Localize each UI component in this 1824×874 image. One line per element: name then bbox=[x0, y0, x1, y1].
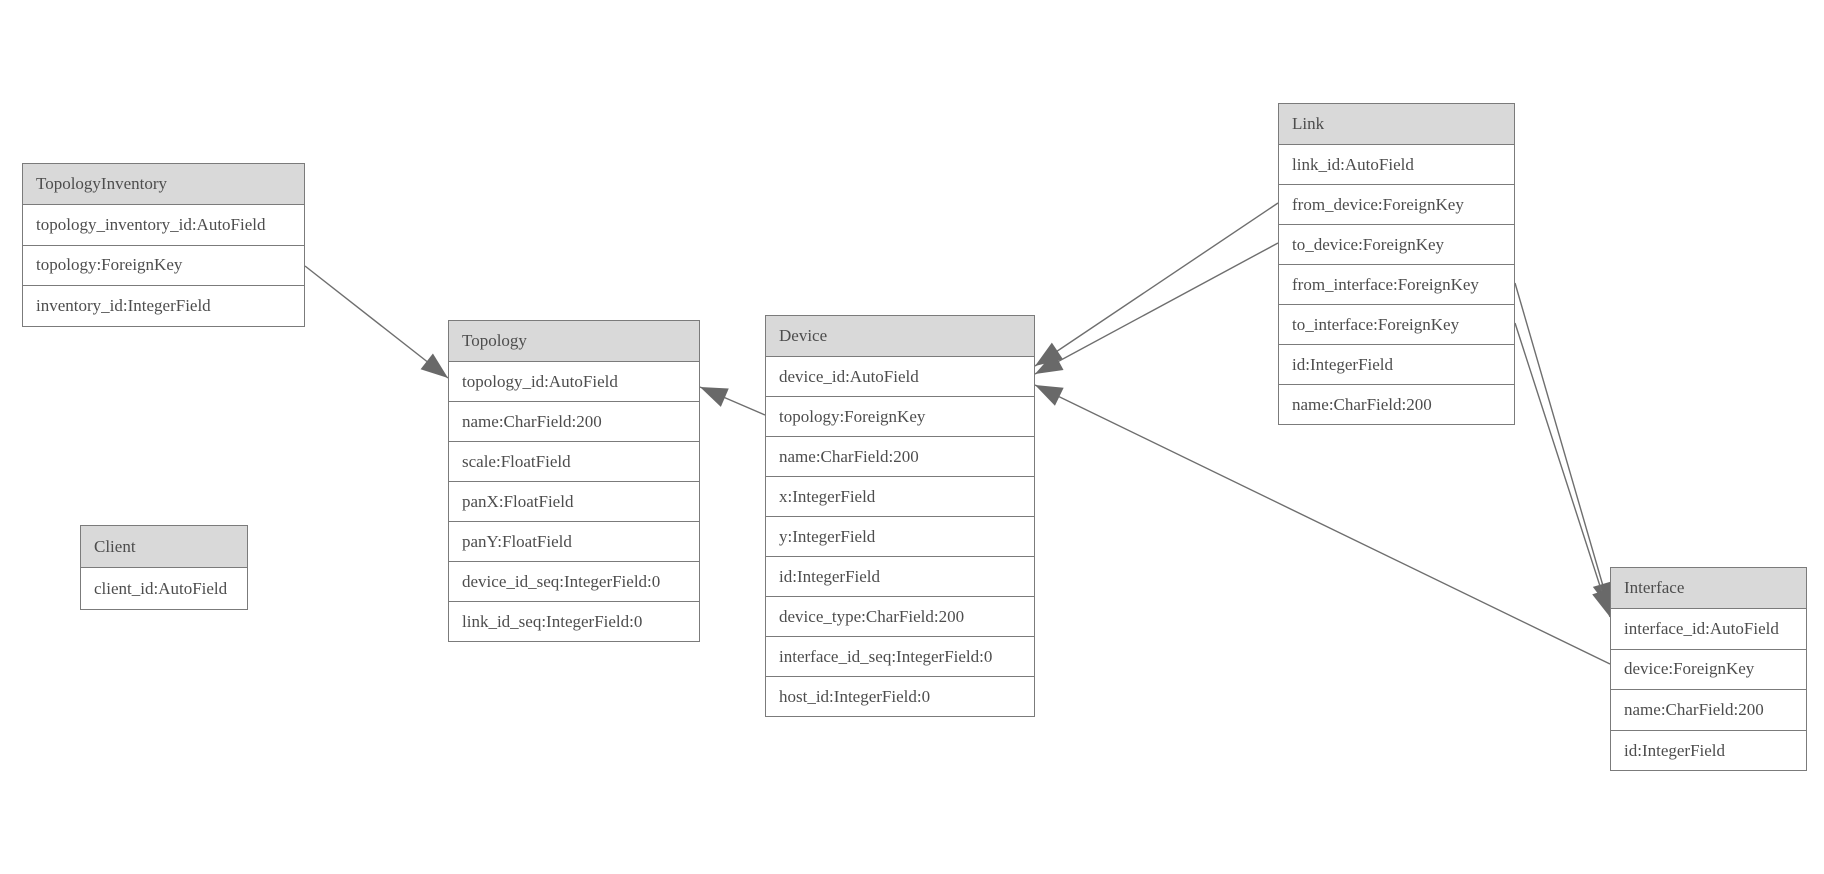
table-field-row: topology_inventory_id:AutoField bbox=[23, 204, 304, 245]
table-title-device: Device bbox=[766, 316, 1034, 356]
table-title-topology: Topology bbox=[449, 321, 699, 361]
table-field-row: to_device:ForeignKey bbox=[1279, 224, 1514, 264]
table-field-row: device_id_seq:IntegerField:0 bbox=[449, 561, 699, 601]
table-field-row: inventory_id:IntegerField bbox=[23, 285, 304, 326]
table-field-row: name:CharField:200 bbox=[1611, 689, 1806, 730]
table-field-row: to_interface:ForeignKey bbox=[1279, 304, 1514, 344]
table-title-link: Link bbox=[1279, 104, 1514, 144]
table-field-row: topology_id:AutoField bbox=[449, 361, 699, 401]
table-field-row: link_id_seq:IntegerField:0 bbox=[449, 601, 699, 641]
table-field-row: device:ForeignKey bbox=[1611, 648, 1806, 690]
table-field-row: scale:FloatField bbox=[449, 441, 699, 481]
table-field-row: interface_id_seq:IntegerField:0 bbox=[766, 636, 1034, 676]
table-field-row: device_type:CharField:200 bbox=[766, 596, 1034, 636]
table-title-topology-inventory: TopologyInventory bbox=[23, 164, 304, 204]
table-field-row: id:IntegerField bbox=[1279, 344, 1514, 384]
table-field-row: x:IntegerField bbox=[766, 476, 1034, 516]
table-title-client: Client bbox=[81, 526, 247, 567]
table-field-row: device_id:AutoField bbox=[766, 356, 1034, 396]
table-field-row: panX:FloatField bbox=[449, 481, 699, 521]
table-field-row: topology:ForeignKey bbox=[766, 396, 1034, 436]
table-field-row: link_id:AutoField bbox=[1279, 144, 1514, 184]
table-field-row: name:CharField:200 bbox=[449, 401, 699, 441]
table-field-row: client_id:AutoField bbox=[81, 567, 247, 609]
table-field-row: id:IntegerField bbox=[1611, 729, 1806, 771]
table-field-row: name:CharField:200 bbox=[766, 436, 1034, 476]
table-field-row: id:IntegerField bbox=[766, 556, 1034, 596]
table-field-row: host_id:IntegerField:0 bbox=[766, 676, 1034, 716]
table-field-row: name:CharField:200 bbox=[1279, 384, 1514, 424]
table-field-row: panY:FloatField bbox=[449, 521, 699, 561]
table-field-row: y:IntegerField bbox=[766, 516, 1034, 556]
table-field-row: interface_id:AutoField bbox=[1611, 608, 1806, 649]
table-field-row: topology:ForeignKey bbox=[23, 244, 304, 285]
table-field-row: from_interface:ForeignKey bbox=[1279, 264, 1514, 304]
table-field-row: from_device:ForeignKey bbox=[1279, 184, 1514, 224]
table-title-interface: Interface bbox=[1611, 568, 1806, 608]
